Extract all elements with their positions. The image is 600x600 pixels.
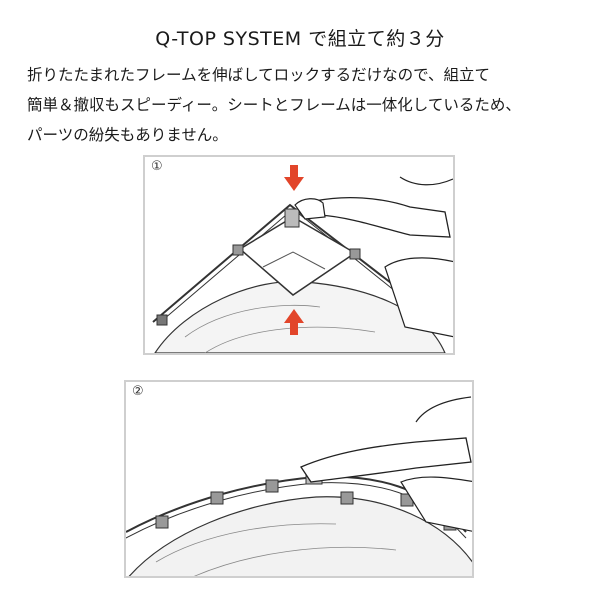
description-line-1: 折りたたまれたフレームを伸ばしてロックするだけなので、組立て (27, 66, 490, 84)
press-down-arrow (284, 165, 304, 191)
step-2-illustration (126, 396, 472, 576)
description-line-3: パーツの紛失もありません。 (27, 126, 228, 144)
step-1-panel: ① (143, 155, 455, 355)
step-1-label: ① (151, 159, 163, 174)
description: 折りたたまれたフレームを伸ばしてロックするだけなので、組立て 簡単＆撤収もスピー… (27, 60, 587, 150)
step-2-panel: ② (124, 380, 474, 578)
page-title: Q-TOP SYSTEM で組立て約３分 (155, 28, 445, 50)
step-2-label: ② (132, 384, 144, 399)
description-line-2: 簡単＆撤収もスピーディー。シートとフレームは一体化しているため、 (27, 96, 521, 114)
step-1-illustration (152, 165, 453, 353)
push-up-arrow (284, 309, 304, 335)
